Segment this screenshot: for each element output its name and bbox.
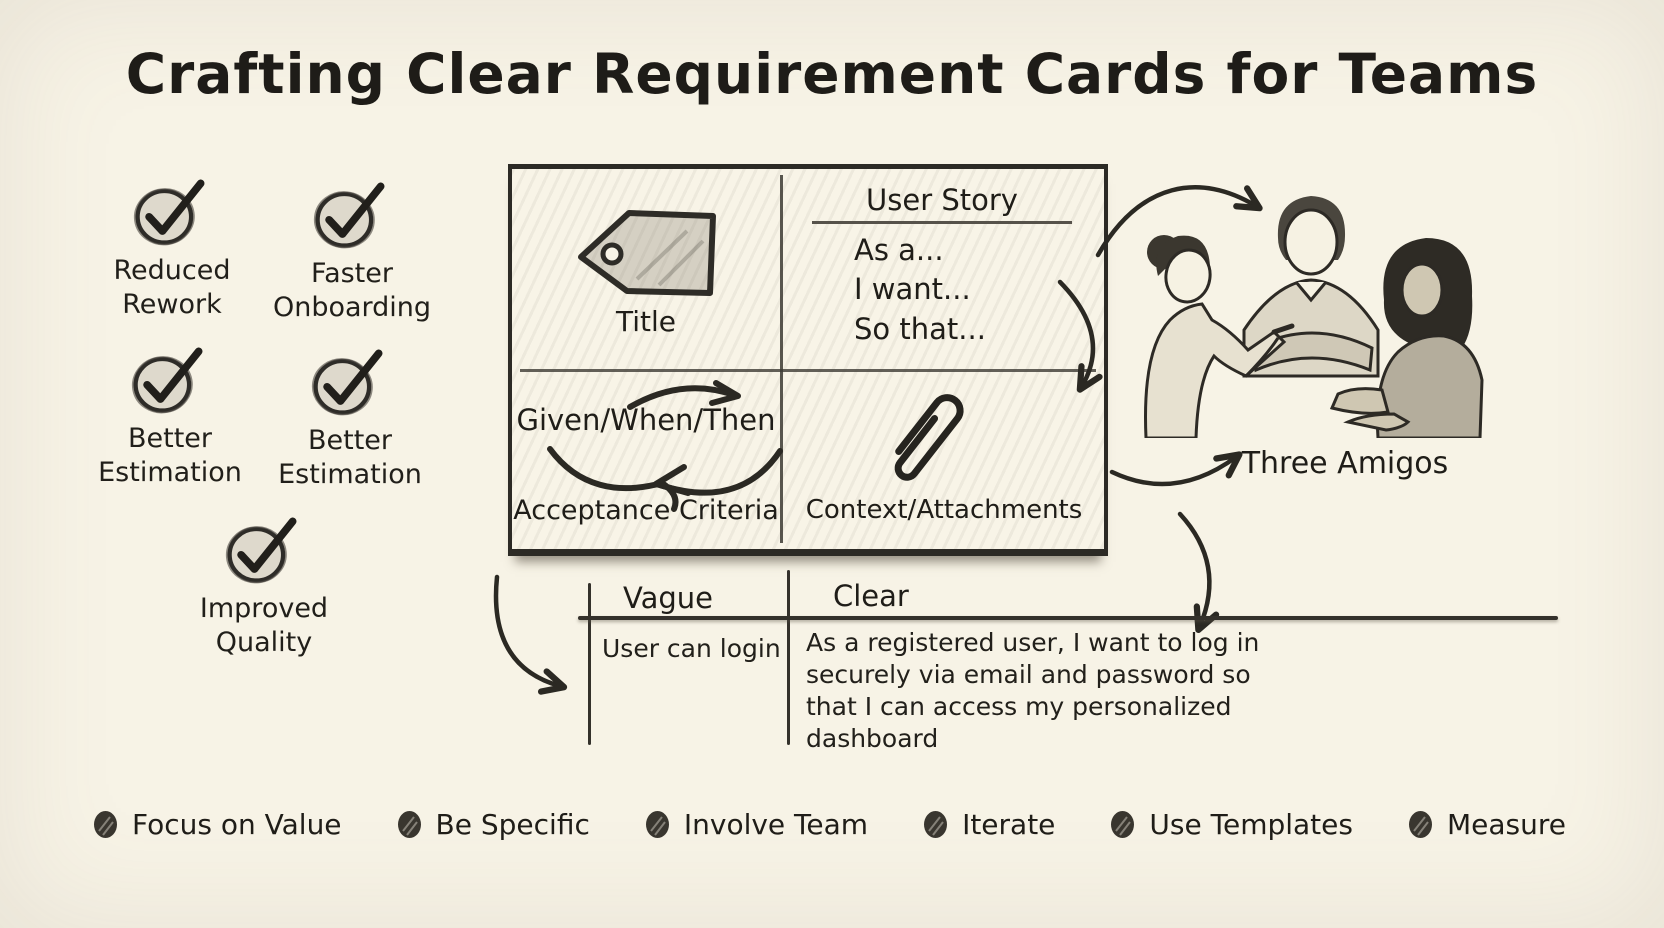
table-vertical-line-middle xyxy=(787,570,790,745)
principle-label: Involve Team xyxy=(683,807,869,841)
charcoal-bullet-icon xyxy=(1408,810,1432,838)
arrow-card-to-clear-example xyxy=(1177,511,1220,633)
principle-iterate: Iterate xyxy=(922,808,1055,841)
check-circle-icon xyxy=(131,347,203,414)
check-circle-icon xyxy=(311,349,383,416)
benefit-label: Improved Quality xyxy=(199,593,329,658)
given-when-then-label: Given/When/Then xyxy=(516,403,776,437)
check-circle-icon xyxy=(225,517,297,584)
user-story-heading: User Story xyxy=(812,183,1072,224)
charcoal-bullet-icon xyxy=(397,810,421,838)
principle-label: Focus on Value xyxy=(132,807,342,841)
three-amigos-illustration xyxy=(1144,196,1484,438)
principle-involve-team: Involve Team xyxy=(644,808,868,841)
arrow-card-to-amigos-bottom xyxy=(1109,451,1243,487)
charcoal-bullet-icon xyxy=(94,810,117,838)
cycle-arrows-icon xyxy=(547,446,783,512)
principles-row: Focus on Value Be Specific Involve Team … xyxy=(92,796,1566,852)
table-header-rule xyxy=(578,616,1558,620)
principle-label: Use Templates xyxy=(1149,807,1353,841)
user-story-line: I want... xyxy=(854,272,971,307)
benefit-label: Reduced Rework xyxy=(113,255,231,320)
paperclip-icon xyxy=(894,394,964,481)
cycle-arrows-icon xyxy=(627,380,741,410)
user-story-line: As a... xyxy=(854,233,944,267)
principle-focus-on-value: Focus on Value xyxy=(92,808,342,841)
principle-measure: Measure xyxy=(1407,808,1566,841)
charcoal-bullet-icon xyxy=(1111,810,1135,838)
user-story-line: So that... xyxy=(854,311,986,346)
check-circle-icon xyxy=(133,179,205,246)
principle-use-templates: Use Templates xyxy=(1109,808,1353,841)
benefit-better-estimation-2: Better Estimation xyxy=(244,344,456,492)
arrow-card-to-vague-example xyxy=(493,574,568,695)
three-amigos-label: Three Amigos xyxy=(1241,446,1449,481)
benefit-reduced-rework: Reduced Rework xyxy=(66,174,278,322)
principle-label: Iterate xyxy=(962,807,1056,841)
card-vertical-divider xyxy=(780,175,783,543)
benefit-label: Better Estimation xyxy=(98,423,242,488)
principle-be-specific: Be Specific xyxy=(396,808,590,841)
card-horizontal-divider xyxy=(520,369,1096,372)
table-cell-vague-example: User can login xyxy=(602,634,781,663)
page-title: Crafting Clear Requirement Cards for Tea… xyxy=(125,42,1539,106)
benefit-improved-quality: Improved Quality xyxy=(158,512,370,660)
table-vertical-line-left xyxy=(588,583,591,745)
check-circle-icon xyxy=(313,182,385,249)
acceptance-criteria-label: Acceptance Criteria xyxy=(513,495,779,526)
benefit-better-estimation-1: Better Estimation xyxy=(64,342,276,490)
table-header-clear: Clear xyxy=(833,579,909,613)
charcoal-bullet-icon xyxy=(645,810,669,838)
table-cell-clear-example: As a registered user, I want to log in s… xyxy=(806,628,1260,753)
charcoal-bullet-icon xyxy=(924,810,948,838)
benefit-label: Faster Onboarding xyxy=(272,258,432,323)
table-header-vague: Vague xyxy=(623,581,713,615)
principle-label: Measure xyxy=(1446,807,1566,841)
user-story-lines: As a... I want... So that... xyxy=(854,231,986,349)
benefit-faster-onboarding: Faster Onboarding xyxy=(246,177,458,325)
tag-icon xyxy=(578,210,716,296)
context-attachments-label: Context/Attachments xyxy=(805,495,1083,525)
principle-label: Be Specific xyxy=(435,807,590,841)
card-title-label: Title xyxy=(615,305,676,338)
benefit-label: Better Estimation xyxy=(278,425,422,490)
requirement-card: Title User Story As a... I want... So th… xyxy=(508,164,1108,556)
